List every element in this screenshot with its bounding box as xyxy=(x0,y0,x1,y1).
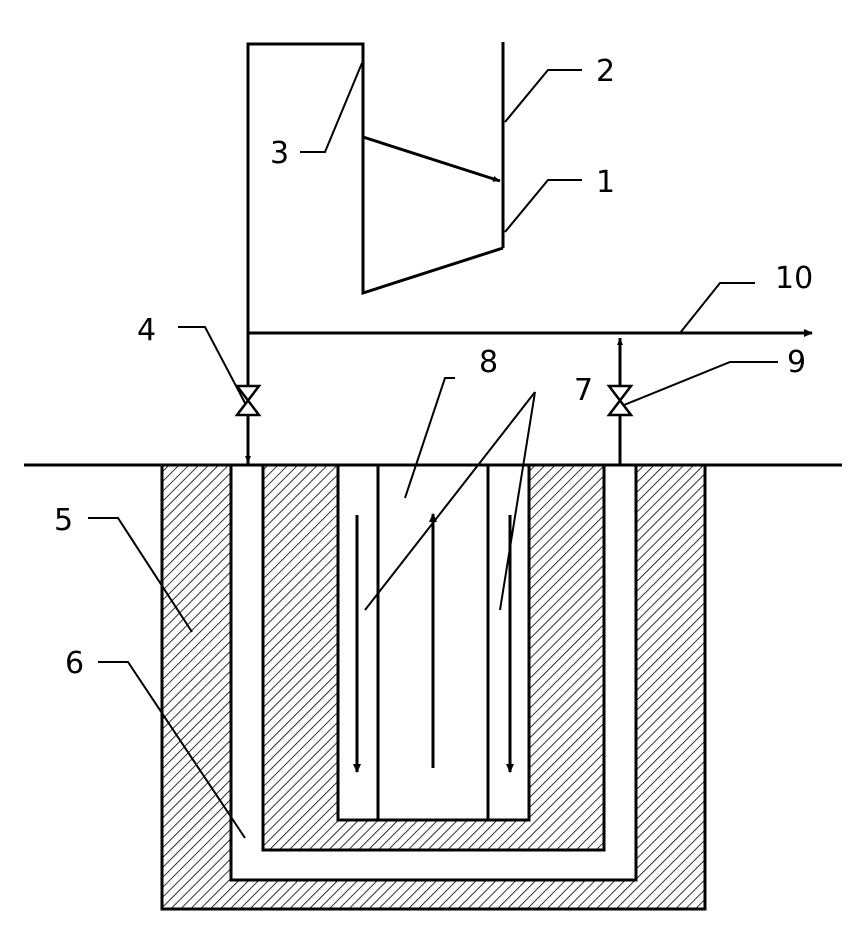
label-3: 3 xyxy=(270,136,289,171)
inner-arrow-line xyxy=(363,137,500,181)
tank-structure xyxy=(248,42,503,465)
valve-4-icon xyxy=(237,386,259,415)
label-2: 2 xyxy=(596,54,615,89)
label-10: 10 xyxy=(775,261,813,296)
label-9: 9 xyxy=(787,345,806,380)
label-4: 4 xyxy=(137,313,156,348)
label-6: 6 xyxy=(65,646,84,681)
label-7: 7 xyxy=(574,373,593,408)
label-1: 1 xyxy=(596,165,615,200)
valve-9-icon xyxy=(609,386,631,415)
label-5: 5 xyxy=(54,503,73,538)
label-8: 8 xyxy=(479,345,498,380)
